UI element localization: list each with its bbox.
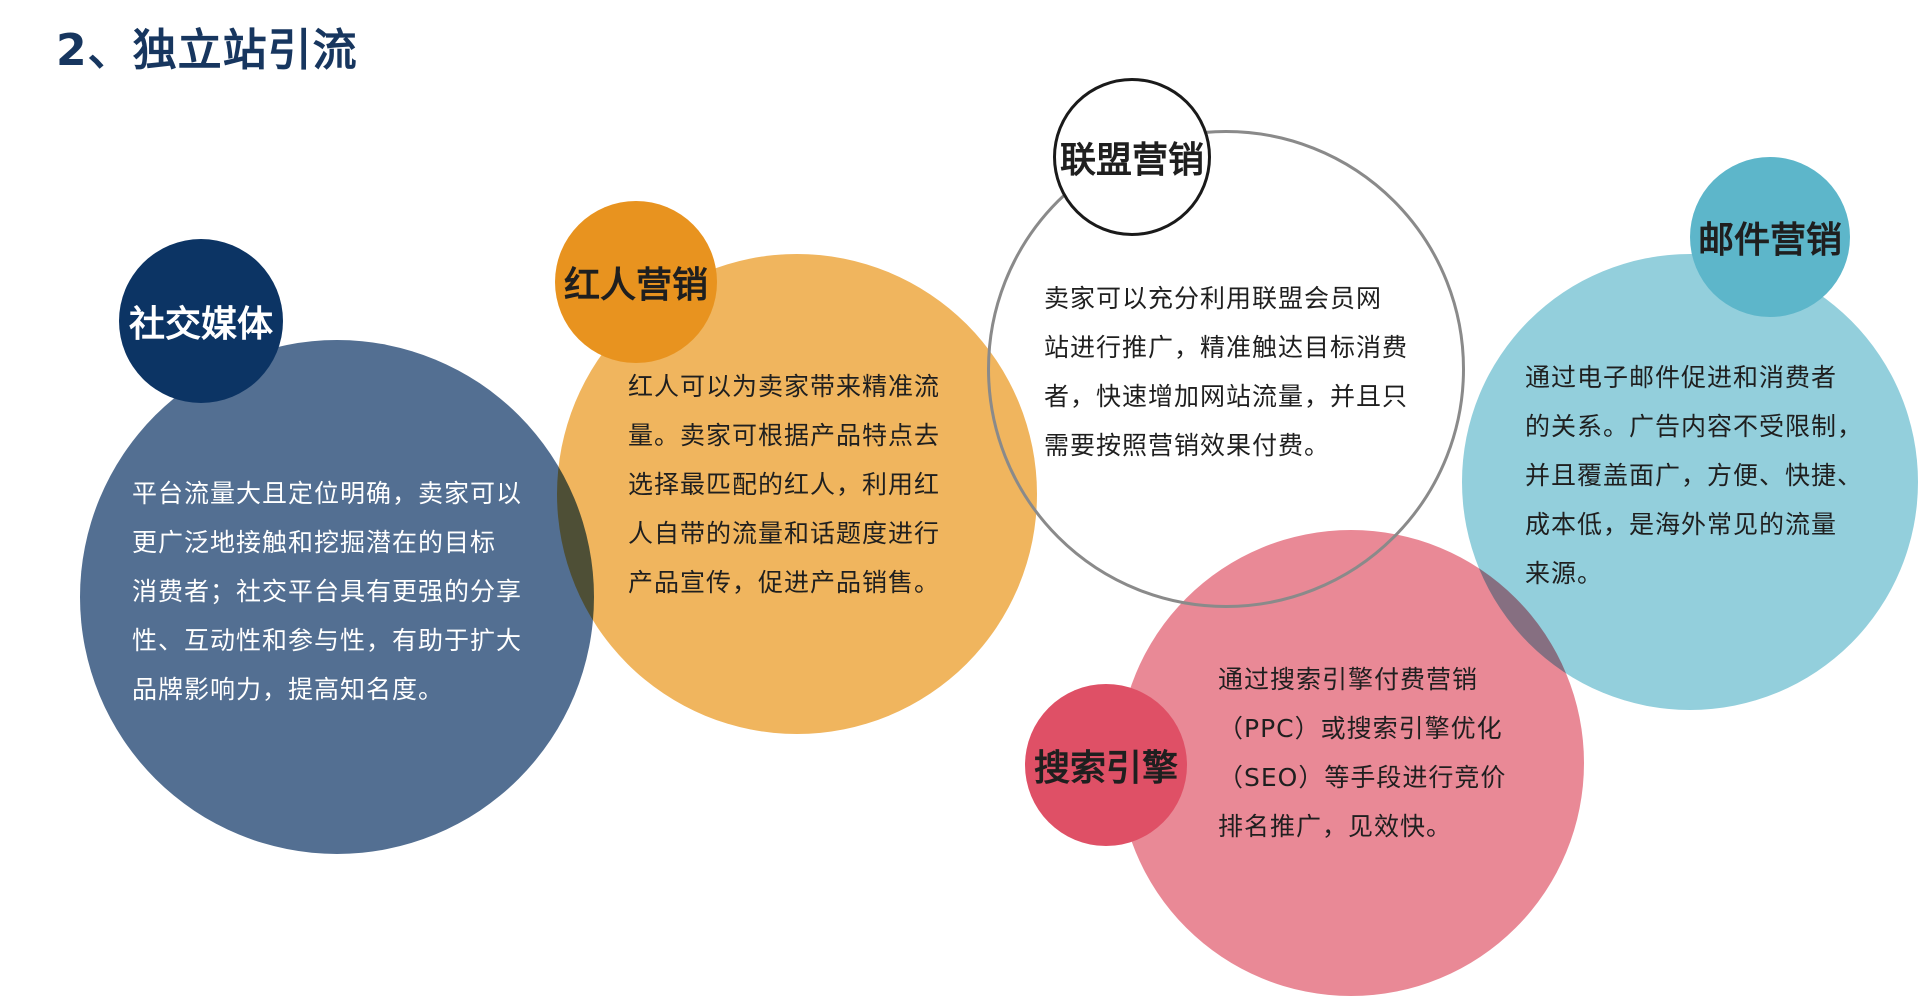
social-media-line: 性、互动性和参与性，有助于扩大 xyxy=(132,626,523,655)
affiliate-marketing-circle xyxy=(987,130,1465,608)
social-media-label: 社交媒体 xyxy=(128,304,273,345)
search-engine-line: （PPC）或搜索引擎优化 xyxy=(1218,714,1503,743)
influencer-marketing-label: 红人营销 xyxy=(563,265,708,306)
affiliate-marketing-line: 需要按照营销效果付费。 xyxy=(1044,431,1331,460)
email-marketing-badge: 邮件营销 xyxy=(1690,157,1850,317)
influencer-marketing-line: 选择最匹配的红人，利用红 xyxy=(628,470,941,499)
email-marketing-description: 通过电子邮件促进和消费者 的关系。广告内容不受限制， 并且覆盖面广，方便、快捷、… xyxy=(1525,353,1863,598)
search-engine-line: 通过搜索引擎付费营销 xyxy=(1218,665,1479,694)
social-media-description: 平台流量大且定位明确，卖家可以 更广泛地接触和挖掘潜在的目标 消费者；社交平台具… xyxy=(132,469,522,714)
social-media-badge: 社交媒体 xyxy=(119,239,283,403)
search-engine-line: 排名推广，见效快。 xyxy=(1218,812,1453,841)
influencer-marketing-line: 人自带的流量和话题度进行 xyxy=(628,519,941,548)
search-engine-badge: 搜索引擎 xyxy=(1025,684,1187,846)
email-marketing-label: 邮件营销 xyxy=(1697,220,1842,261)
search-engine-circle xyxy=(1118,530,1584,996)
page-title: 2、独立站引流 xyxy=(56,25,358,76)
search-engine-line: （SEO）等手段进行竞价 xyxy=(1218,763,1507,792)
search-engine-label: 搜索引擎 xyxy=(1033,748,1178,789)
social-media-line: 更广泛地接触和挖掘潜在的目标 xyxy=(132,528,497,557)
influencer-marketing-description: 红人可以为卖家带来精准流 量。卖家可根据产品特点去 选择最匹配的红人，利用红 人… xyxy=(628,362,940,607)
social-media-line: 品牌影响力，提高知名度。 xyxy=(132,675,445,704)
influencer-marketing-line: 产品宣传，促进产品销售。 xyxy=(628,568,941,597)
social-media-line: 平台流量大且定位明确，卖家可以 xyxy=(132,479,523,508)
search-engine-description: 通过搜索引擎付费营销 （PPC）或搜索引擎优化 （SEO）等手段进行竞价 排名推… xyxy=(1218,655,1506,851)
affiliate-marketing-label: 联盟营销 xyxy=(1059,140,1204,181)
email-marketing-line: 的关系。广告内容不受限制， xyxy=(1525,412,1864,441)
affiliate-marketing-line: 站进行推广，精准触达目标消费 xyxy=(1044,333,1409,362)
influencer-marketing-badge: 红人营销 xyxy=(555,201,717,363)
email-marketing-line: 并且覆盖面广，方便、快捷、 xyxy=(1525,461,1864,490)
email-marketing-line: 成本低，是海外常见的流量 xyxy=(1525,510,1838,539)
social-media-circle xyxy=(80,340,594,854)
affiliate-marketing-badge: 联盟营销 xyxy=(1053,78,1211,236)
email-marketing-line: 来源。 xyxy=(1525,559,1604,588)
affiliate-marketing-line: 卖家可以充分利用联盟会员网 xyxy=(1044,284,1383,313)
influencer-marketing-line: 量。卖家可根据产品特点去 xyxy=(628,421,941,450)
influencer-marketing-line: 红人可以为卖家带来精准流 xyxy=(628,372,941,401)
affiliate-marketing-description: 卖家可以充分利用联盟会员网 站进行推广，精准触达目标消费 者，快速增加网站流量，… xyxy=(1044,274,1408,470)
affiliate-marketing-line: 者，快速增加网站流量，并且只 xyxy=(1044,382,1409,411)
social-media-line: 消费者；社交平台具有更强的分享 xyxy=(132,577,523,606)
email-marketing-line: 通过电子邮件促进和消费者 xyxy=(1525,363,1838,392)
